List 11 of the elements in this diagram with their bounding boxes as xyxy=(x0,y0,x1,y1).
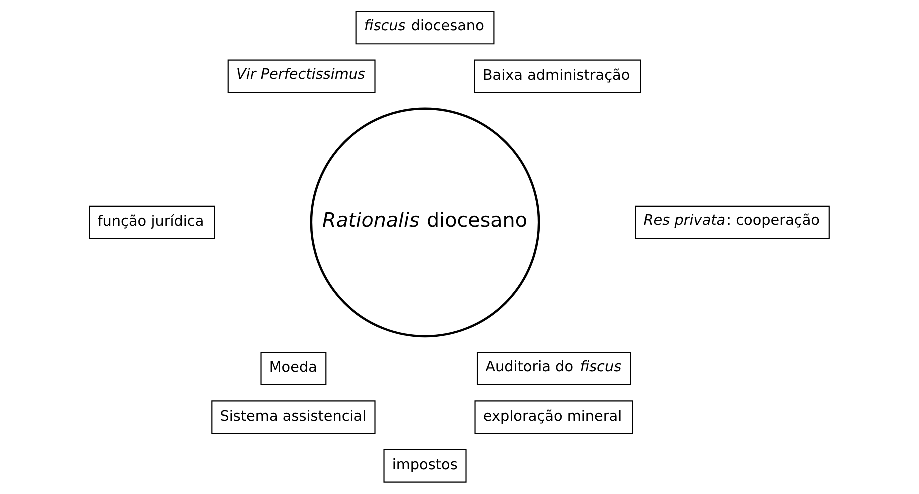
node-circle: Rationalis diocesano xyxy=(310,108,540,338)
node-box: impostos xyxy=(384,449,467,483)
node-box: função jurídica xyxy=(89,206,216,240)
node-box: Moeda xyxy=(260,352,327,386)
node-box: fiscus diocesano xyxy=(356,11,495,45)
node-box: exploração mineral xyxy=(474,400,634,434)
node-box: Baixa administração xyxy=(474,60,642,94)
node-box: Res privata: cooperação xyxy=(635,206,830,240)
node-box: Vir Perfectissimus xyxy=(228,60,376,94)
node-box: Sistema assistencial xyxy=(212,400,376,434)
node-box: Auditoria do fiscus xyxy=(476,352,632,386)
